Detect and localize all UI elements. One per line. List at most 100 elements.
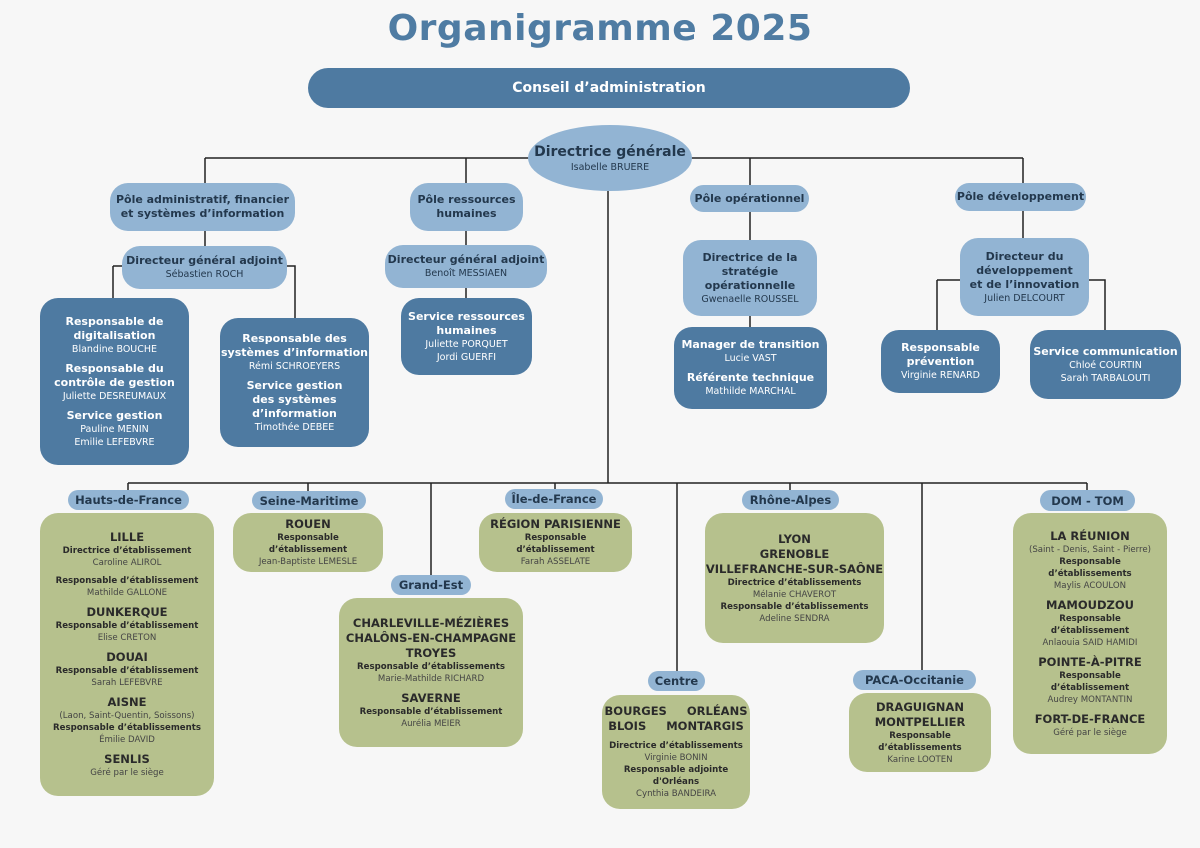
person-name: Lucie VAST xyxy=(724,353,777,364)
person-name: Emilie LEFEBVRE xyxy=(74,436,155,448)
box-heading: prévention xyxy=(906,355,975,368)
box-heading: Pôle développement xyxy=(956,190,1085,203)
box-heading: MONTPELLIER xyxy=(874,714,966,729)
region-label: Grand-Est xyxy=(391,575,471,595)
person-name: Isabelle BRUERE xyxy=(570,161,650,173)
person-name: Adeline SENDRA xyxy=(759,613,830,624)
box-heading: Pôle ressources xyxy=(417,193,516,206)
box-heading: ROUEN xyxy=(285,517,331,531)
box-heading: BLOIS MONTARGIS xyxy=(608,719,744,733)
person-name: Gwenaelle ROUSSEL xyxy=(701,293,799,305)
person-name: Géré par le siège xyxy=(90,768,164,778)
org-box-p-dev: Pôle développement xyxy=(955,183,1086,211)
box-heading: VILLEFRANCHE-SUR-SAÔNE xyxy=(705,561,884,576)
box-heading: stratégie xyxy=(721,264,779,278)
box-heading: Pôle administratif, financier xyxy=(115,193,290,206)
role-title: Responsable d’établissement xyxy=(516,533,595,555)
location-detail: (Laon, Saint-Quentin, Soissons) xyxy=(59,711,195,721)
box-group: LA RÉUNION(Saint - Denis, Saint - Pierre… xyxy=(1019,529,1161,592)
box-heading: et de l’innovation xyxy=(969,277,1080,291)
person-name: Juliette DESREUMAUX xyxy=(62,390,167,402)
role-title: Responsable d’établissement xyxy=(55,576,199,586)
person-name: Marie-Mathilde RICHARD xyxy=(377,673,485,684)
box-group: AISNE(Laon, Saint-Quentin, Soissons)Resp… xyxy=(53,695,201,746)
region-label: Seine-Maritime xyxy=(252,491,366,510)
person-name: Émilie DAVID xyxy=(99,735,155,745)
person-name: Sarah TARBALOUTI xyxy=(1060,372,1151,384)
connector-admin xyxy=(112,231,296,318)
box-heading: Responsable du xyxy=(65,361,164,375)
box-heading: SENLIS xyxy=(104,752,150,766)
box-heading: CHALÔNS-EN-CHAMPAGNE xyxy=(345,630,517,645)
person-name: Caroline ALIROL xyxy=(92,558,162,568)
role-title: Responsable d’établissement xyxy=(55,666,199,676)
box-heading: opérationnelle xyxy=(704,278,796,292)
person-name: Elise CRETON xyxy=(97,633,157,643)
region-label: Île-de-France xyxy=(505,489,603,509)
person-name: Sébastien ROCH xyxy=(165,269,244,280)
person-name: Maylis ACOULON xyxy=(1053,580,1127,591)
box-heading: des systèmes xyxy=(252,392,337,406)
person-name: Jean-Baptiste LEMESLE xyxy=(258,557,358,567)
role-title: Responsable d’établissements xyxy=(357,661,505,672)
person-name: Virginie RENARD xyxy=(901,370,980,381)
person-name: Timothée DEBEE xyxy=(254,421,335,433)
region-label: PACA-Occitanie xyxy=(853,670,976,690)
box-heading: POINTE-À-PITRE xyxy=(1038,654,1142,669)
person-name: Blandine BOUCHE xyxy=(71,343,158,355)
conseil-administration: Conseil d’administration xyxy=(308,68,910,108)
person-name: Virginie BONIN xyxy=(644,753,708,763)
location-detail: (Saint - Denis, Saint - Pierre) xyxy=(1028,544,1152,555)
person-name: Pauline MENIN xyxy=(80,423,149,435)
box-heading: Pôle opérationnel xyxy=(694,191,805,205)
region-label: Rhône-Alpes xyxy=(742,490,839,510)
box-group: Pôle opérationnel xyxy=(695,192,805,206)
role-title: Responsable d’établissement xyxy=(1050,613,1130,636)
box-heading: TROYES xyxy=(405,645,457,660)
person-name: Karine LOOTEN xyxy=(887,754,953,765)
role-title: Responsable d’établissement xyxy=(55,621,199,631)
box-heading: Service gestion xyxy=(246,378,343,392)
box-heading: Référente technique xyxy=(686,371,815,384)
box-heading: digitalisation xyxy=(73,328,156,342)
box-heading: Service communication xyxy=(1033,344,1178,358)
box-heading: Directeur du xyxy=(985,249,1064,263)
person-name: Julien DELCOURT xyxy=(984,292,1065,304)
box-heading: Manager de transition xyxy=(681,338,820,351)
person-name: Juliette PORQUET xyxy=(425,338,508,350)
role-title: Responsable d’établissements xyxy=(878,730,962,753)
person-name: Mathilde GALLONE xyxy=(86,588,168,598)
region-label: Centre xyxy=(648,671,705,691)
role-title: Directrice d’établissement xyxy=(62,546,192,556)
box-heading: MAMOUDZOU xyxy=(1046,597,1134,612)
